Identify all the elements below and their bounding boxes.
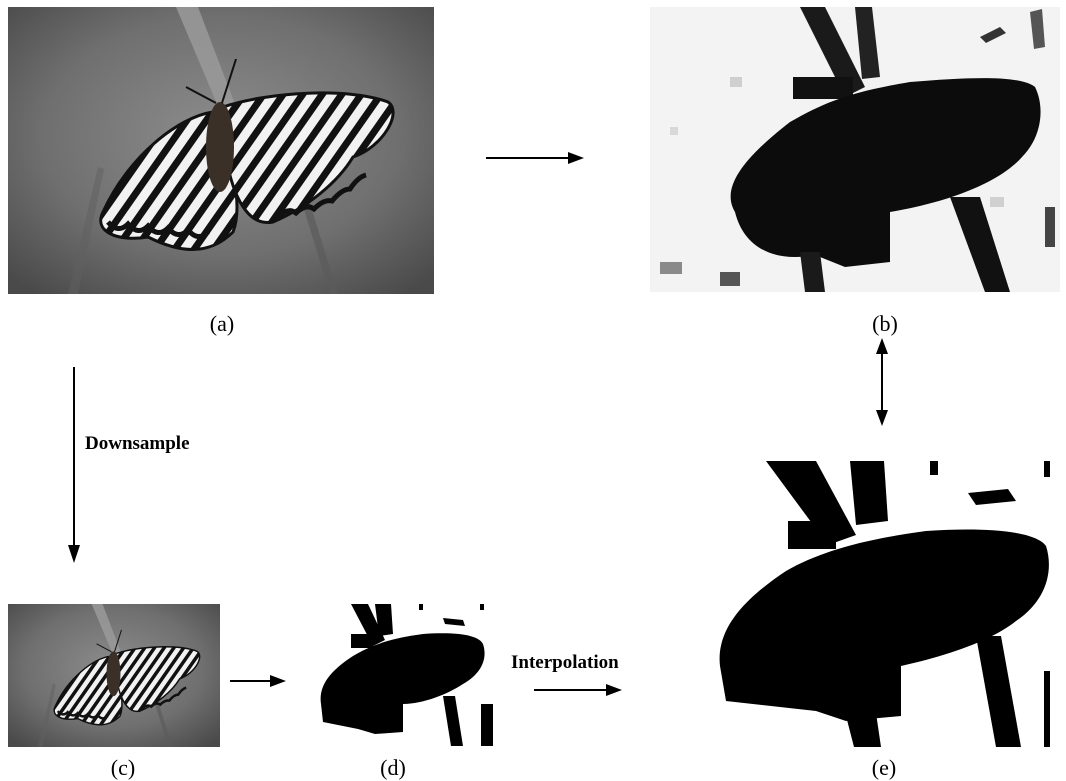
- caption-c: (c): [93, 755, 153, 781]
- arrow-right-icon: [230, 674, 286, 688]
- arrow-right-icon: [486, 150, 586, 166]
- double-arrow-icon: [874, 338, 890, 426]
- caption-d: (d): [363, 755, 423, 781]
- caption-e: (e): [854, 755, 914, 781]
- panel-e-upsampled-mask: [716, 461, 1050, 747]
- caption-b: (b): [855, 311, 915, 337]
- panel-d-small-mask: [313, 604, 493, 746]
- interpolation-label: Interpolation: [511, 652, 619, 674]
- panel-a-photo: [8, 7, 434, 294]
- panel-c-downsampled-photo: [8, 604, 220, 747]
- caption-a: (a): [192, 311, 252, 337]
- panel-b-soft-mask: [650, 7, 1060, 292]
- downsample-label: Downsample: [85, 433, 190, 455]
- arrow-right-icon: [534, 683, 624, 697]
- arrow-down-icon: [66, 367, 82, 565]
